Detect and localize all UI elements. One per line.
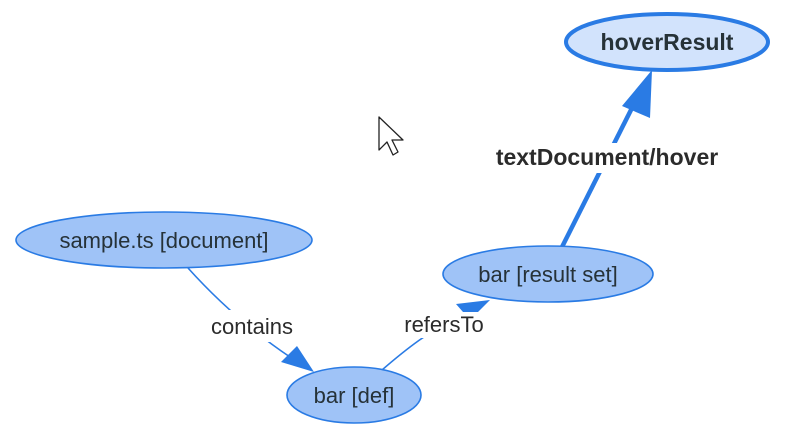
node-result-set[interactable]: bar [result set]	[442, 245, 654, 303]
node-hover-result[interactable]: hoverResult	[564, 12, 770, 72]
edge-contains-label: contains	[211, 314, 293, 339]
node-def-label: bar [def]	[314, 383, 395, 408]
node-hover-result-shape	[564, 12, 770, 72]
node-document[interactable]: sample.ts [document]	[15, 211, 313, 269]
edge-text-document-hover-arrowhead	[622, 70, 652, 118]
edge-refers-to[interactable]: refersTo	[381, 300, 498, 371]
edge-contains-arrowhead	[281, 346, 314, 372]
edge-refers-to-arrowhead	[456, 300, 490, 320]
node-def-shape	[286, 366, 422, 424]
node-result-set-shape	[442, 245, 654, 303]
node-hover-result-label: hoverResult	[601, 29, 734, 55]
node-def[interactable]: bar [def]	[286, 366, 422, 424]
node-document-label: sample.ts [document]	[59, 228, 268, 253]
node-result-set-label: bar [result set]	[478, 262, 617, 287]
edge-refers-to-label: refersTo	[404, 312, 483, 337]
mouse-pointer-icon	[378, 116, 404, 156]
edge-contains[interactable]: contains	[187, 267, 314, 372]
edge-text-document-hover-label: textDocument/hover	[496, 144, 718, 170]
node-document-shape	[15, 211, 313, 269]
edge-text-document-hover[interactable]: textDocument/hover	[462, 70, 754, 249]
